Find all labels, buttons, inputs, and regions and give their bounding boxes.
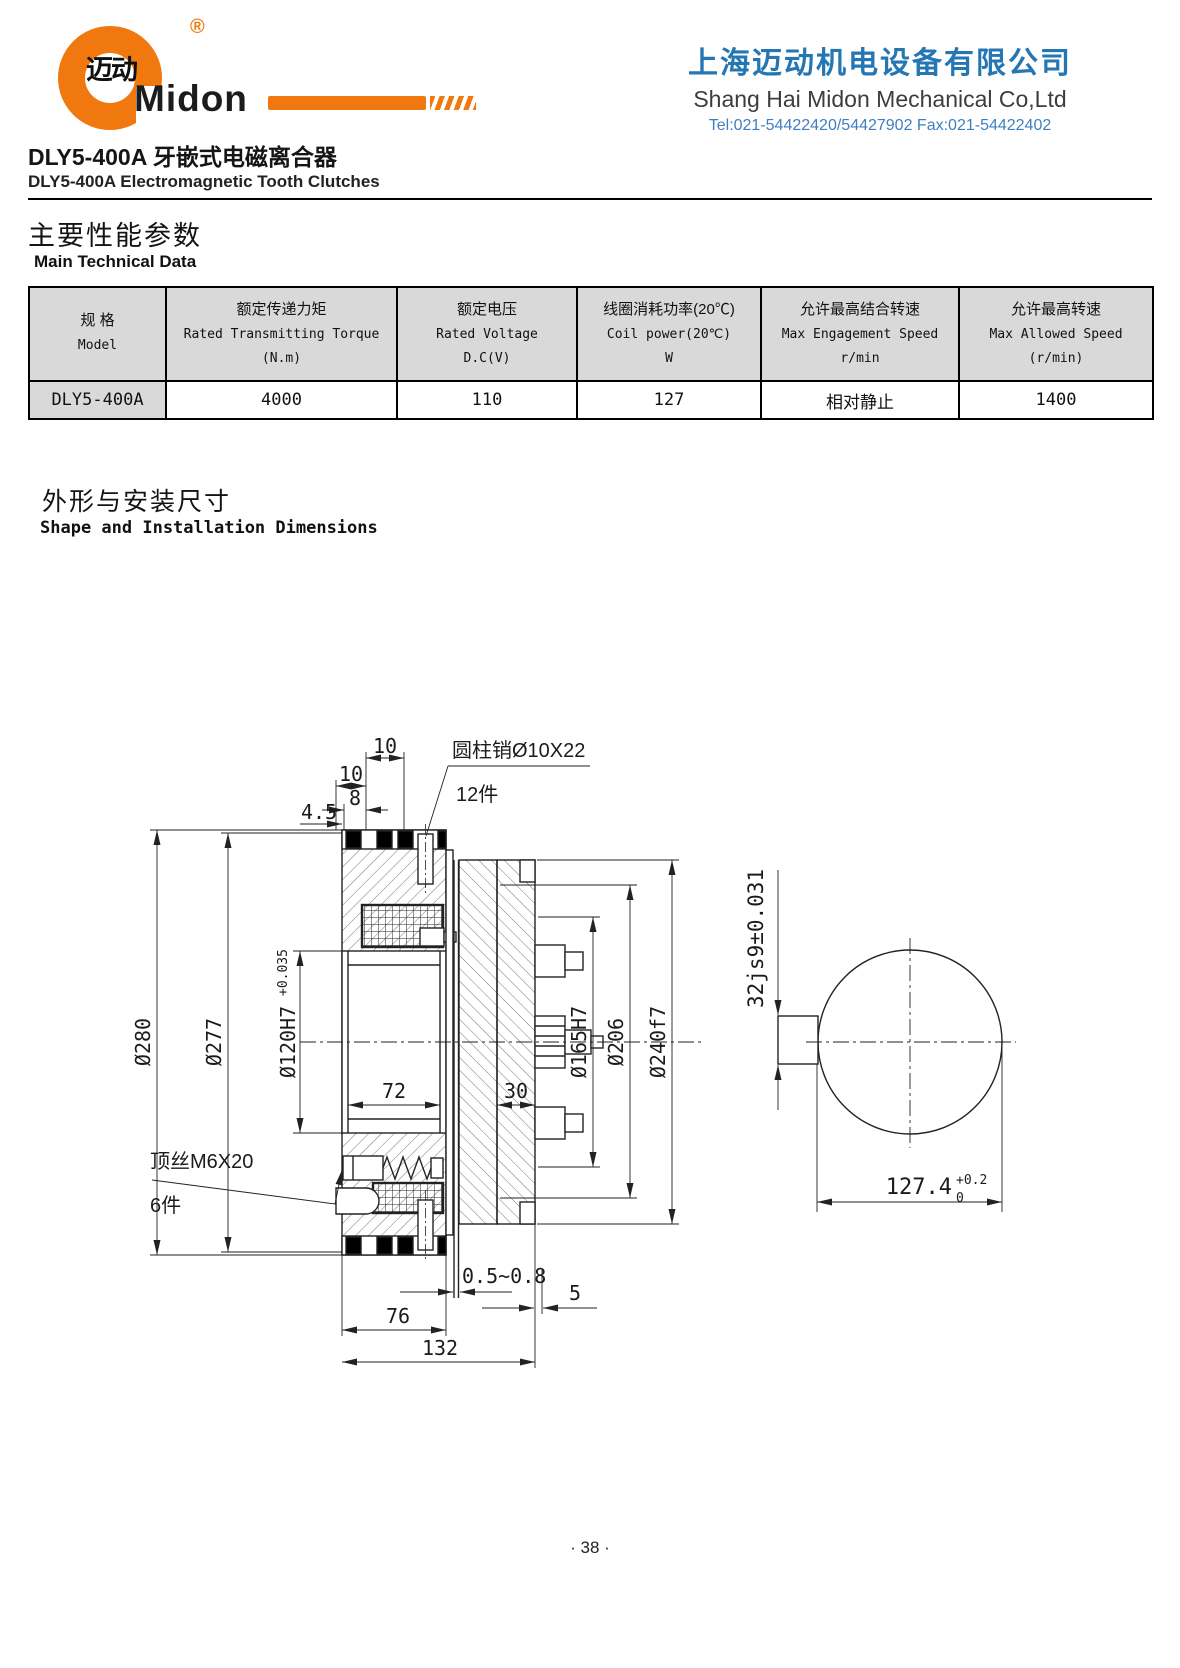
pin-callout-qty: 12件: [456, 783, 498, 806]
keyway-texts: 32js9±0.031 127.4 +0.2 0: [744, 869, 987, 1206]
dim-dia240: Ø240f7: [646, 1006, 670, 1078]
col-power-unit: W: [665, 351, 673, 366]
col-max-speed-unit: (r/min): [1028, 351, 1084, 366]
cylindrical-pin-bottom: [417, 1190, 434, 1262]
dim-132: 132: [422, 1336, 458, 1360]
section-tech-title-en: Main Technical Data: [34, 252, 197, 271]
cell-engagement-speed: 相对静止: [760, 380, 960, 420]
dim-dia280: Ø280: [131, 1018, 155, 1066]
dim-72: 72: [382, 1079, 406, 1103]
dim-10b: 10: [339, 762, 363, 786]
col-max-speed: 允许最高转速 Max Allowed Speed (r/min): [958, 286, 1154, 382]
logo-swoosh-stripes-icon: [430, 96, 476, 110]
keyway-tab: [777, 1015, 819, 1065]
col-voltage-unit: D.C(V): [463, 351, 511, 366]
col-power-en: Coil power(20℃): [606, 327, 732, 342]
col-model: 规 格 Model: [28, 286, 167, 382]
dim-5: 5: [569, 1281, 581, 1305]
keyway-end-view: [777, 938, 1016, 1148]
col-engagement-speed: 允许最高结合转速 Max Engagement Speed r/min: [760, 286, 960, 382]
dim-8: 8: [349, 786, 361, 810]
table-data-row: DLY5-400A 4000 110 127 相对静止 1400: [28, 380, 1154, 420]
col-voltage: 额定电压 Rated Voltage D.C(V): [396, 286, 578, 382]
pin-callout-label: 圆柱销Ø10X22: [452, 739, 585, 762]
col-model-en: Model: [77, 338, 118, 353]
col-torque: 额定传递力矩 Rated Transmitting Torque (N.m): [165, 286, 398, 382]
dim-76: 76: [386, 1304, 410, 1328]
dim-4p5: 4.5: [301, 800, 337, 824]
cell-max-speed: 1400: [958, 380, 1154, 420]
dim-dia277: Ø277: [202, 1018, 226, 1066]
registered-mark-icon: ®: [190, 16, 205, 38]
col-power-cn: 线圈消耗功率(20℃): [603, 301, 735, 318]
col-voltage-en: Rated Voltage: [436, 327, 538, 342]
dim-127p4-sup: +0.2: [956, 1173, 987, 1188]
table-header-row: 规 格 Model 额定传递力矩 Rated Transmitting Torq…: [28, 286, 1154, 382]
dim-30: 30: [504, 1079, 528, 1103]
dim-dia165: Ø165H7: [567, 1006, 591, 1078]
col-engagement-unit: r/min: [840, 351, 880, 366]
company-logo: 迈动 ® Midon: [40, 8, 476, 138]
keyway-dimensions: [774, 870, 1003, 1212]
dimension-lines: [150, 752, 679, 1368]
technical-drawing: Ø280 Ø277 Ø120H7 +0.035 Ø165H7 Ø206 Ø240…: [131, 734, 1016, 1368]
col-voltage-cn: 额定电压: [456, 301, 517, 318]
section-tech-title-cn: 主要性能参数: [28, 221, 202, 251]
cylindrical-pin-top: [417, 824, 434, 895]
logo-ring-cut: [136, 86, 196, 136]
rotor-pole-strip: [445, 849, 454, 1236]
product-title-en: DLY5-400A Electromagnetic Tooth Clutches: [28, 172, 380, 191]
side-section-view: [300, 824, 705, 1298]
section-dims-title-cn: 外形与安装尺寸: [42, 488, 232, 516]
col-engagement-en: Max Engagement Speed: [781, 327, 939, 342]
col-engagement-cn: 允许最高结合转速: [799, 301, 920, 318]
dim-keyway: 32js9±0.031: [744, 869, 768, 1008]
dim-gap: 0.5~0.8: [462, 1264, 546, 1288]
page-number: · 38 ·: [570, 1538, 610, 1557]
company-name-en: Shang Hai Midon Mechanical Co,Ltd: [693, 86, 1067, 112]
col-torque-unit: (N.m): [261, 351, 302, 366]
dim-127p4-sub: 0: [956, 1191, 964, 1206]
title-divider: [28, 198, 1152, 200]
product-title-cn: DLY5-400A 牙嵌式电磁离合器: [28, 144, 337, 170]
flange-notch-top: [519, 859, 536, 883]
company-contact: Tel:021-54422420/54427902 Fax:021-544224…: [708, 117, 1052, 134]
set-screw-and-spring: [342, 1154, 444, 1182]
logo-chinese-text: 迈动: [86, 55, 138, 85]
col-power: 线圈消耗功率(20℃) Coil power(20℃) W: [576, 286, 762, 382]
cell-torque: 4000: [165, 380, 398, 420]
coil-window-bottom: [371, 1181, 445, 1215]
dim-dia120: Ø120H7: [276, 1006, 300, 1078]
logo-brand-text: Midon: [134, 78, 248, 119]
col-torque-en: Rated Transmitting Torque: [183, 327, 380, 342]
col-max-speed-cn: 允许最高转速: [1010, 301, 1101, 318]
hex-plug: [335, 1187, 380, 1215]
flange-notch-bottom: [519, 1201, 536, 1225]
dim-dia206: Ø206: [604, 1018, 628, 1066]
screw-callout-qty: 6件: [150, 1194, 181, 1217]
col-max-speed-en: Max Allowed Speed: [989, 327, 1123, 342]
cell-power: 127: [576, 380, 762, 420]
col-model-cn: 规 格: [80, 312, 115, 329]
air-gap-lines: [453, 860, 460, 1298]
company-name-cn: 上海迈动机电设备有限公司: [688, 47, 1072, 80]
screw-callout-label: 顶丝M6X20: [150, 1150, 253, 1173]
mounting-bolt-bottom: [534, 1106, 584, 1140]
company-info: 上海迈动机电设备有限公司 Shang Hai Midon Mechanical …: [620, 38, 1140, 135]
section-dims-title-en: Shape and Installation Dimensions: [40, 518, 378, 538]
dim-dia120-tolerance: +0.035: [276, 949, 291, 996]
dimension-texts: Ø280 Ø277 Ø120H7 +0.035 Ø165H7 Ø206 Ø240…: [131, 734, 670, 1360]
dim-10a: 10: [373, 734, 397, 758]
cell-model: DLY5-400A: [28, 380, 167, 420]
dim-127p4: 127.4: [886, 1175, 952, 1200]
cell-voltage: 110: [396, 380, 578, 420]
mounting-bolt-top: [534, 944, 584, 978]
col-torque-cn: 额定传递力矩: [236, 301, 327, 318]
technical-data-table: 规 格 Model 额定传递力矩 Rated Transmitting Torq…: [28, 286, 1154, 420]
logo-swoosh: [268, 96, 426, 110]
